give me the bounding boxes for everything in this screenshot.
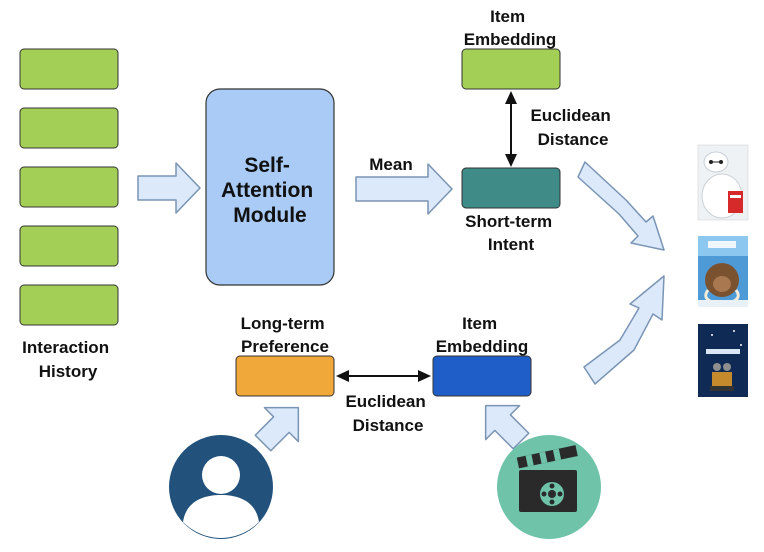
short-term-intent bbox=[461, 167, 561, 209]
arrow-history-to-attention bbox=[137, 162, 201, 214]
item-embedding-top-label: Item Embedding bbox=[464, 7, 557, 49]
item-embedding-top bbox=[461, 48, 561, 90]
wall-e-poster-icon bbox=[698, 324, 748, 397]
history-item bbox=[19, 107, 119, 149]
arrow-movie-to-item-embedding bbox=[484, 404, 530, 450]
ice-age-poster-icon bbox=[698, 236, 748, 307]
long-term-preference bbox=[235, 355, 335, 397]
clapperboard-icon bbox=[497, 435, 601, 539]
distance-arrow-horizontal bbox=[336, 370, 431, 382]
distance-arrow-vertical bbox=[505, 91, 517, 167]
interaction-history-label: Interaction History bbox=[22, 338, 114, 381]
history-item bbox=[19, 48, 119, 90]
baymax-poster-icon bbox=[697, 144, 749, 221]
self-attention-module bbox=[205, 88, 335, 286]
arrow-user-to-long-term bbox=[254, 406, 300, 452]
history-item bbox=[19, 225, 119, 267]
long-term-label: Long-term Preference bbox=[241, 314, 330, 356]
euclidean-bottom-label: Euclidean Distance bbox=[345, 392, 430, 435]
euclidean-top-label: Euclidean Distance bbox=[530, 106, 615, 149]
history-item bbox=[19, 284, 119, 326]
history-item bbox=[19, 166, 119, 208]
mean-label: Mean bbox=[369, 155, 412, 174]
item-embedding-bottom bbox=[432, 355, 532, 397]
interaction-history bbox=[19, 48, 119, 326]
arrow-mean bbox=[355, 163, 453, 215]
short-term-label: Short-term Intent bbox=[465, 212, 557, 254]
arrow-short-term-to-posters bbox=[577, 161, 665, 251]
user-icon bbox=[169, 435, 273, 539]
arrow-item-embedding-to-posters bbox=[583, 275, 665, 385]
self-attention-label: Self- Attention Module bbox=[221, 154, 319, 227]
item-embedding-bottom-label: Item Embedding bbox=[436, 314, 529, 356]
